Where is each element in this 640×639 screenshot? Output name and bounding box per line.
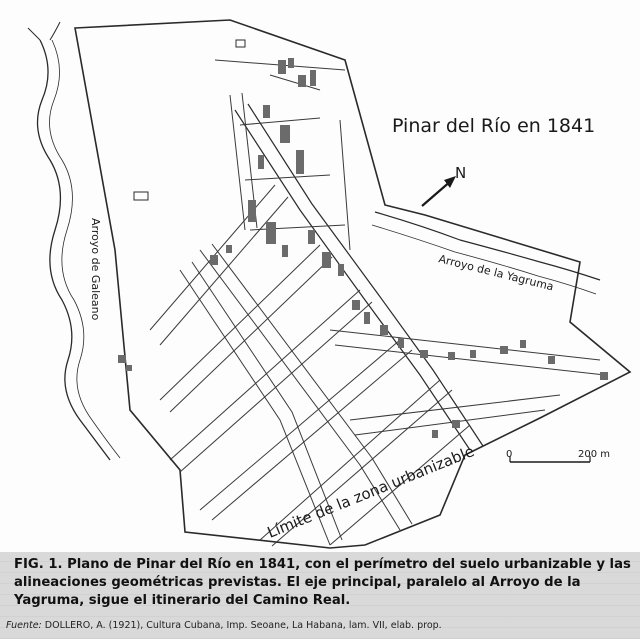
stream-yagruma-label: Arroyo de la Yagruma bbox=[437, 252, 555, 293]
main-axis-camino-real bbox=[234, 103, 484, 451]
source-text: DOLLERO, A. (1921), Cultura Cubana, Imp.… bbox=[44, 620, 442, 631]
stream-galeano bbox=[36, 39, 111, 461]
north-arrow-icon bbox=[421, 176, 456, 207]
scale-bar bbox=[509, 456, 591, 463]
town-plan-map: Pinar del Río en 1841 N Arroyo de Galean… bbox=[27, 19, 632, 549]
stream-yagruma-bank bbox=[371, 224, 597, 295]
stream-galeano-label: Arroyo de Galeano bbox=[89, 218, 102, 321]
map-title: Pinar del Río en 1841 bbox=[392, 115, 595, 137]
stream-yagruma bbox=[374, 211, 601, 281]
street-grid-diagonal bbox=[149, 184, 471, 547]
source-label: Fuente: bbox=[6, 620, 42, 631]
stream-galeano-source bbox=[27, 21, 61, 41]
map-panel: Pinar del Río en 1841 N Arroyo de Galean… bbox=[0, 0, 640, 552]
street-grid-north bbox=[214, 59, 351, 251]
street-grid-cross bbox=[179, 243, 606, 546]
stream-galeano-bank bbox=[49, 39, 121, 459]
north-label: N bbox=[455, 164, 466, 182]
scale-end-label: 200 m bbox=[578, 449, 610, 460]
urbanizable-perimeter bbox=[74, 19, 632, 549]
scale-start-label: 0 bbox=[506, 449, 512, 460]
built-blocks bbox=[118, 39, 608, 438]
figure-source: Fuente: DOLLERO, A. (1921), Cultura Cuba… bbox=[6, 620, 636, 631]
figure-caption: FIG. 1. Plano de Pinar del Río en 1841, … bbox=[14, 557, 631, 608]
